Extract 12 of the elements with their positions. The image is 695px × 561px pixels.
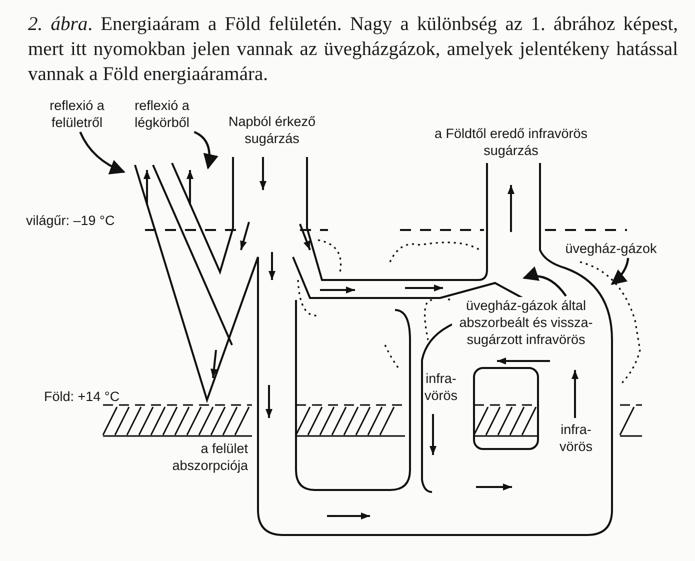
callout-label: üvegház-gázok [554,240,668,257]
diagram-label: infra- vörös [558,421,594,455]
leader-arrow [194,131,218,170]
leader-arrow [79,132,126,174]
figure-caption: 2. ábra. Energiaáram a Föld felületén. Nagy a különbség az 1. ábrához képest, mert itt nyomokban jelen vannak az üvegházgázok, amelyek jelentékeny hatással vannak a Föld energiaáramára. [28,13,678,87]
leader-arrow [522,266,567,297]
leader-arrow [610,258,630,285]
diagram-label: a felület abszorpciója [171,440,248,474]
diagram-label: Föld: +14 °C [44,388,121,405]
diagram-label: a Földtől eredő infravörös sugárzás [433,125,589,159]
diagram-label: infra- vörös [423,370,458,404]
diagram-label: Napból érkező sugárzás [227,113,317,147]
